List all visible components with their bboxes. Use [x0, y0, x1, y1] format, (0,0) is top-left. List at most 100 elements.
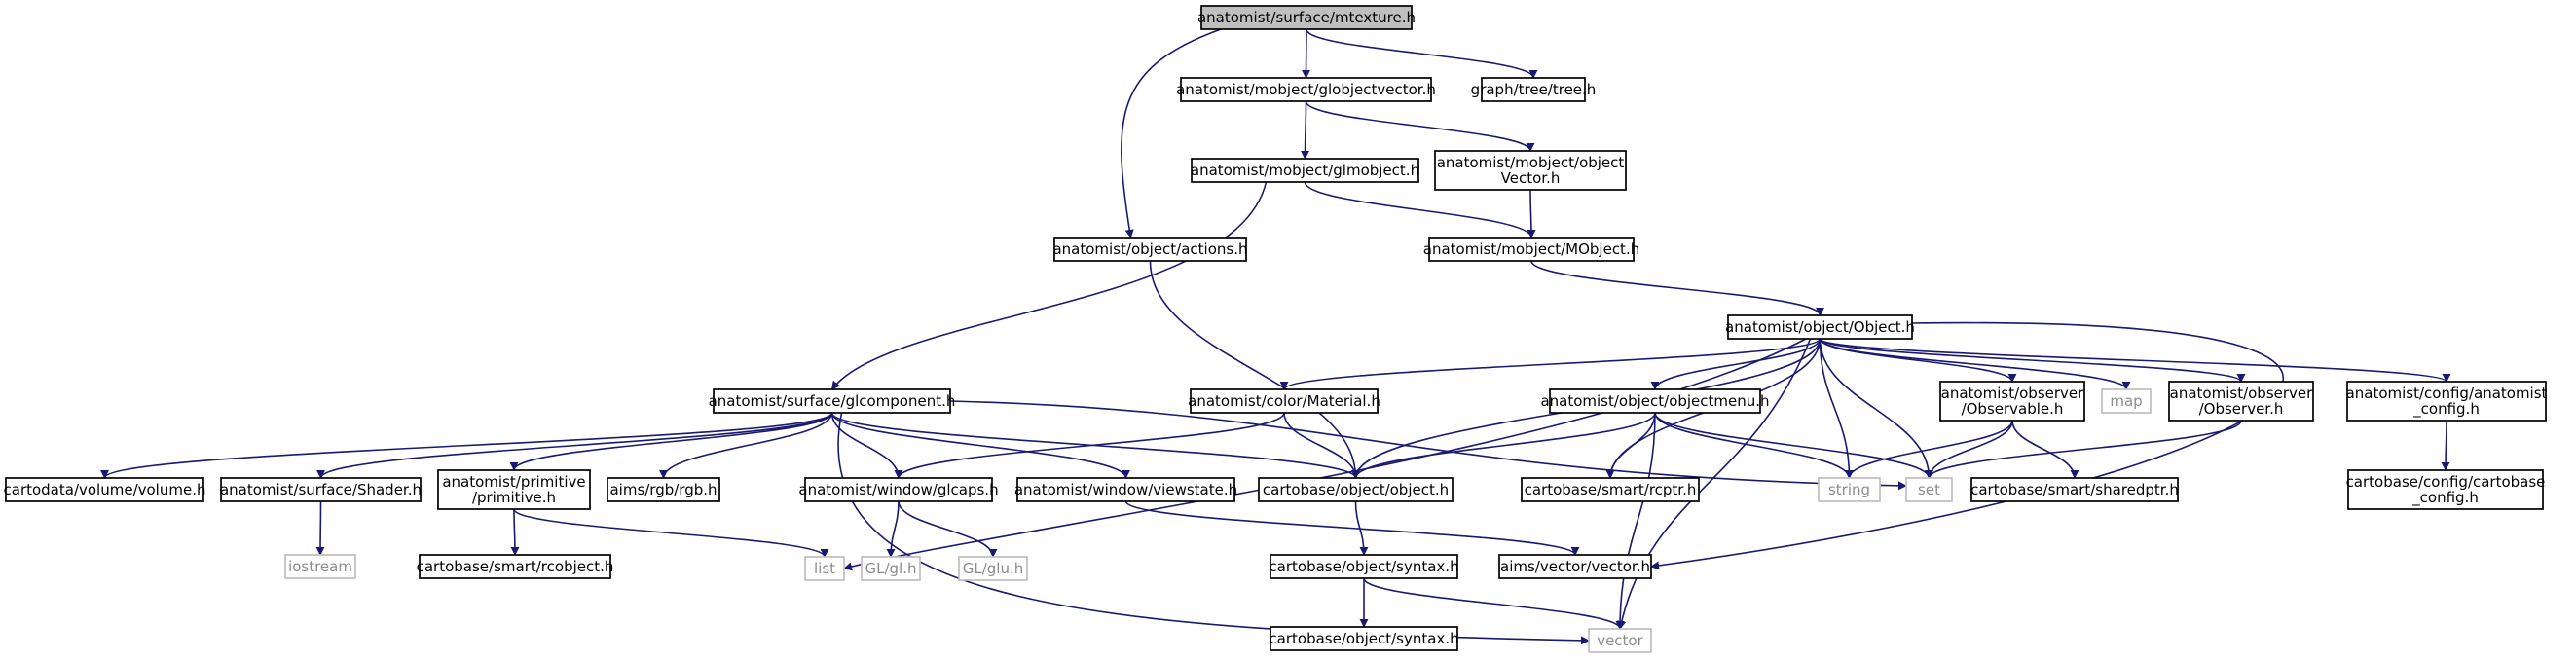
node-label: vector — [1597, 632, 1643, 649]
node-aimsvector[interactable]: aims/vector/vector.h — [1498, 554, 1652, 579]
node-viewstate[interactable]: anatomist/window/viewstate.h — [1014, 477, 1237, 502]
node-objectmenu[interactable]: anatomist/object/objectmenu.h — [1540, 388, 1770, 414]
node-syntax[interactable]: cartobase/object/syntax.h — [1269, 554, 1459, 579]
node-map: map — [2101, 388, 2152, 414]
edge-observable-to-string — [1845, 420, 2013, 479]
node-anaconfig[interactable]: anatomist/config/anatomist_config.h — [2346, 381, 2548, 422]
node-label: GL/glu.h — [963, 560, 1024, 577]
node-box — [1549, 388, 1761, 414]
node-mobject[interactable]: anatomist/mobject/MObject.h — [1423, 237, 1639, 262]
node-glmobject[interactable]: anatomist/mobject/glmobject.h — [1191, 158, 1419, 183]
node-label: cartobase/object/object.h — [1263, 481, 1449, 498]
node-label: Vector.h — [1501, 169, 1561, 187]
node-label: aims/vector/vector.h — [1500, 558, 1650, 575]
node-box — [2168, 381, 2314, 422]
node-volume[interactable]: cartodata/volume/volume.h — [4, 477, 206, 502]
node-box — [2346, 381, 2547, 422]
edge-glcaps-to-glu — [898, 500, 998, 558]
node-box — [713, 388, 951, 414]
edge-mobject-to-object — [1530, 260, 1824, 316]
edge-glcomponent-to-viewstate — [830, 412, 1130, 479]
node-gl: GL/gl.h — [861, 556, 921, 581]
node-label: map — [2110, 392, 2142, 410]
node-label: cartobase/smart/sharedptr.h — [1970, 481, 2179, 498]
node-box — [804, 477, 993, 502]
node-syntax2[interactable]: cartobase/object/syntax.h — [1269, 626, 1459, 651]
node-label: cartodata/volume/volume.h — [4, 481, 206, 498]
node-vector: vector — [1588, 628, 1652, 653]
node-box — [1180, 77, 1432, 102]
node-glu: GL/glu.h — [958, 556, 1028, 581]
node-globjectvector[interactable]: anatomist/mobject/globjectvector.h — [1176, 77, 1436, 102]
dependency-edges — [100, 28, 2451, 645]
node-label: anatomist/object/objectmenu.h — [1540, 392, 1769, 410]
node-label: anatomist/primitive — [442, 473, 585, 491]
node-label: anatomist/mobject/object — [1437, 154, 1625, 171]
node-label: anatomist/mobject/glmobject.h — [1191, 162, 1419, 179]
node-glcomponent[interactable]: anatomist/surface/glcomponent.h — [709, 388, 956, 414]
node-box — [1053, 237, 1247, 262]
node-tree[interactable]: graph/tree/tree.h — [1471, 77, 1597, 102]
edge-object-to-list — [843, 338, 1807, 571]
node-box — [804, 556, 845, 581]
node-label: anatomist/surface/Shader.h — [220, 481, 422, 498]
node-observer[interactable]: anatomist/observer/Observer.h — [2168, 381, 2314, 422]
node-box — [1521, 477, 1700, 502]
node-label: anatomist/config/anatomist — [2346, 385, 2548, 402]
node-label: anatomist/observer — [2170, 385, 2313, 402]
node-box — [284, 554, 356, 579]
node-box — [1905, 477, 1953, 502]
edge-objectvector-to-mobject — [1527, 189, 1536, 239]
node-label: aims/rgb/rgb.h — [609, 481, 717, 498]
node-material[interactable]: anatomist/color/Material.h — [1188, 388, 1380, 414]
node-rcobject[interactable]: cartobase/smart/rcobject.h — [417, 554, 614, 579]
node-box — [1428, 237, 1635, 262]
node-actions[interactable]: anatomist/object/actions.h — [1052, 237, 1248, 262]
edge-object-to-string — [1819, 338, 1854, 479]
edge-object-to-vector — [1617, 338, 1812, 630]
node-label: list — [814, 560, 835, 577]
edge-objectmenu-to-rcptr — [1605, 412, 1656, 479]
node-label: anatomist/object/Object.h — [1725, 318, 1915, 336]
edge-material-to-glcaps — [894, 412, 1285, 479]
node-label: /Observer.h — [2199, 400, 2284, 418]
node-cbobject[interactable]: cartobase/object/object.h — [1258, 477, 1454, 502]
edge-glcomponent-to-rgb — [659, 412, 833, 479]
node-label: anatomist/window/viewstate.h — [1014, 481, 1237, 498]
edge-objectmenu-to-string — [1654, 412, 1854, 479]
edge-glcomponent-to-vector — [837, 412, 1590, 645]
node-label: cartobase/object/syntax.h — [1269, 630, 1458, 647]
node-box — [1434, 150, 1627, 191]
node-box — [1016, 477, 1235, 502]
edge-object-to-set — [1819, 338, 1933, 479]
node-label: GL/gl.h — [865, 560, 917, 577]
node-box — [1498, 554, 1652, 579]
node-rgb[interactable]: aims/rgb/rgb.h — [607, 477, 720, 502]
node-label: cartobase/smart/rcptr.h — [1525, 481, 1697, 498]
node-glcaps[interactable]: anatomist/window/glcaps.h — [798, 477, 999, 502]
dependency-nodes: anatomist/surface/mtexture.h anatomist/mo… — [4, 5, 2548, 653]
node-box — [1818, 477, 1881, 502]
edge-cbobject-to-syntax — [1354, 500, 1369, 556]
node-label: cartobase/object/syntax.h — [1269, 558, 1458, 575]
node-box — [1970, 477, 2179, 502]
node-box — [1727, 314, 1913, 340]
node-mtexture[interactable]: anatomist/surface/mtexture.h — [1197, 5, 1416, 30]
node-rcptr[interactable]: cartobase/smart/rcptr.h — [1521, 477, 1700, 502]
node-box — [5, 477, 204, 502]
node-label: anatomist/surface/mtexture.h — [1197, 9, 1416, 26]
node-cbconfig[interactable]: cartobase/config/cartobase_config.h — [2346, 469, 2546, 510]
node-observable[interactable]: anatomist/observer/Observable.h — [1939, 381, 2085, 422]
node-primitive[interactable]: anatomist/primitive/primitive.h — [437, 469, 591, 510]
node-sharedptr[interactable]: cartobase/smart/sharedptr.h — [1970, 477, 2179, 502]
node-box — [419, 554, 611, 579]
node-object[interactable]: anatomist/object/Object.h — [1725, 314, 1915, 340]
edge-glcomponent-to-set — [949, 400, 1907, 491]
edge-object-to-material — [1279, 338, 1822, 390]
node-box — [1270, 554, 1458, 579]
node-box — [607, 477, 720, 502]
node-label: cartobase/smart/rcobject.h — [417, 558, 614, 575]
node-shader[interactable]: anatomist/surface/Shader.h — [220, 477, 422, 502]
edge-object-to-observer — [1819, 338, 2246, 383]
